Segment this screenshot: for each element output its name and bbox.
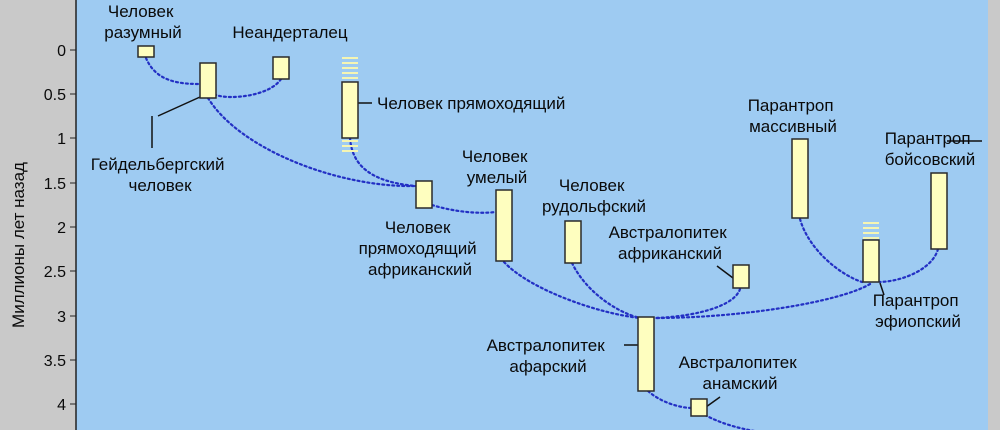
tick-label-6: 3	[57, 309, 66, 326]
label-aethiopicus: Парантроп эфиопский	[873, 291, 964, 331]
range-box-rudolfensis	[564, 220, 582, 264]
right-frame	[988, 0, 1000, 430]
label-afarensis-line2: афарский	[509, 357, 586, 376]
link-rudolfensis-afarensis	[570, 261, 642, 320]
link-ergaster-habilis	[430, 203, 498, 214]
range-box-heidelberg	[199, 62, 217, 99]
range-box-afarensis	[637, 316, 655, 392]
link-boisei-aethiopicus	[798, 217, 864, 284]
pointer-lines	[151, 96, 982, 408]
link-aethiopicus-afarensis	[654, 282, 872, 320]
link-afarensis-anamensis	[646, 389, 694, 410]
y-axis-ticks: 0 0.5 1 1.5 2 2.5 3 3.5 4	[44, 43, 76, 414]
label-sapiens: Человек разумный	[104, 2, 181, 42]
range-box-neanderthal	[272, 56, 290, 80]
link-heidelberg-ergaster	[206, 96, 418, 188]
label-africanus: Австралопитек африканский	[609, 223, 732, 263]
y-axis-title: Миллионы лет назад	[9, 162, 28, 328]
tick-label-3: 1.5	[44, 176, 66, 193]
label-anamensis: Австралопитек анамский	[679, 353, 802, 393]
range-box-africanus	[732, 264, 750, 289]
range-box-boisei	[791, 138, 809, 219]
left-frame	[0, 0, 76, 430]
range-box-aethiopicus	[862, 239, 880, 283]
label-rudolfensis: Человек рудольфский	[542, 176, 646, 216]
label-robustus: Парантроп бойсовский	[885, 129, 976, 169]
label-habilis: Человек умелый	[462, 147, 532, 187]
label-rudolfensis-line2: рудольфский	[542, 197, 646, 216]
label-boisei: Парантроп массивный	[748, 96, 839, 136]
tick-label-4: 2	[57, 220, 66, 237]
species-ranges	[137, 45, 948, 417]
range-box-ergaster	[415, 180, 433, 209]
label-anamensis-line2: анамский	[703, 374, 778, 393]
label-afarensis: Австралопитек афарский	[487, 336, 610, 376]
link-robustus-aethiopicus	[878, 247, 940, 284]
label-ergaster-line3: африканский	[368, 260, 472, 279]
label-ergaster: Человек прямоходящий африканский	[359, 218, 482, 279]
uncertainty-stripes	[342, 57, 879, 239]
label-ergaster-line1: Человек	[385, 218, 451, 237]
link-sapiens-heidelberg	[144, 56, 202, 86]
link-habilis-afarensis	[502, 260, 642, 320]
pointer-aethiopicus	[879, 282, 885, 296]
label-neanderthal-line1: Неандерталец	[232, 23, 347, 42]
range-box-sapiens	[137, 45, 155, 58]
range-box-habilis	[495, 189, 513, 262]
range-box-robustus	[930, 172, 948, 250]
label-afarensis-line1: Австралопитек	[487, 336, 606, 355]
label-boisei-line1: Парантроп	[748, 96, 834, 115]
label-robustus-line2: бойсовский	[885, 150, 976, 169]
label-ergaster-line2: прямоходящий	[359, 239, 477, 258]
range-box-erectus	[341, 81, 359, 139]
label-boisei-line2: массивный	[749, 117, 837, 136]
diagram-panel	[76, 0, 988, 430]
link-anamensis-offscreen	[703, 413, 756, 430]
label-erectus-line1: Человек прямоходящий	[377, 94, 565, 113]
label-heidelberg-line1: Гейдельбергский	[91, 155, 225, 174]
tick-label-2: 1	[57, 131, 66, 148]
label-aethiopicus-line2: эфиопский	[875, 312, 961, 331]
label-heidelberg-line2: человек	[128, 176, 192, 195]
tick-label-1: 0.5	[44, 87, 66, 104]
label-africanus-line2: африканский	[618, 244, 722, 263]
label-habilis-line1: Человек	[462, 147, 528, 166]
label-robustus-line1: Парантроп	[885, 129, 971, 148]
label-erectus: Человек прямоходящий	[377, 94, 565, 113]
label-anamensis-line1: Австралопитек	[679, 353, 798, 372]
tick-label-5: 2.5	[44, 264, 66, 281]
label-africanus-line1: Австралопитек	[609, 223, 728, 242]
label-rudolfensis-line1: Человек	[559, 176, 625, 195]
link-neanderthal-heidelberg	[214, 77, 283, 99]
pointer-anamensis	[705, 396, 721, 408]
label-heidelberg: Гейдельбергский человек	[91, 155, 230, 195]
pointer-heidelberg	[157, 96, 201, 117]
lineage-connectors	[144, 56, 940, 430]
label-aethiopicus-line1: Парантроп	[873, 291, 959, 310]
pointer-africanus	[716, 265, 734, 279]
label-sapiens-line2: разумный	[104, 23, 181, 42]
tick-label-7: 3.5	[44, 353, 66, 370]
tick-label-8: 4	[57, 397, 66, 414]
label-neanderthal: Неандерталец	[232, 23, 347, 42]
label-habilis-line2: умелый	[467, 168, 528, 187]
species-labels: Человек разумный Неандерталец Человек пр…	[91, 2, 976, 393]
range-box-anamensis	[690, 398, 708, 417]
tick-label-0: 0	[57, 43, 66, 60]
label-sapiens-line1: Человек	[108, 2, 174, 21]
